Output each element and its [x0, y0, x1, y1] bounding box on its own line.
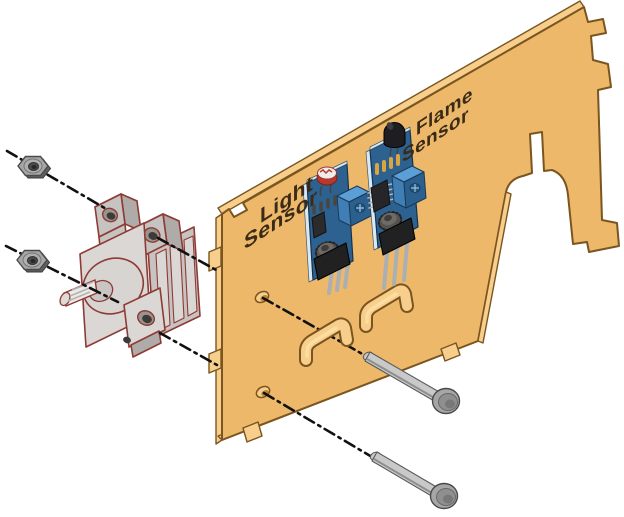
panel-tab-bottom-right	[440, 342, 461, 362]
comparator-ic	[367, 179, 395, 213]
photoresistor	[316, 166, 338, 197]
machine-screw-lower	[369, 451, 459, 510]
hex-nut-upper	[17, 155, 52, 179]
header-connector	[313, 242, 351, 281]
panel-handles	[299, 283, 414, 367]
guide-line-motor-upper	[156, 236, 220, 273]
guide-line-motor-lower	[158, 331, 219, 367]
machine-screws	[362, 351, 461, 510]
motor-lug-bottom	[123, 287, 166, 358]
gearmotor	[59, 193, 201, 358]
panel-tab-bottom-left	[242, 421, 263, 443]
hex-nuts	[16, 155, 52, 273]
light-sensor-module	[302, 160, 372, 295]
trimpot	[391, 165, 427, 209]
panel-tab-left-lower	[208, 348, 222, 374]
solder-pads	[312, 195, 337, 215]
motor-output-shaft	[59, 279, 98, 307]
guide-line-screw-lower	[262, 391, 374, 459]
panel-handle-right	[359, 283, 414, 333]
transistor	[311, 211, 327, 239]
hex-nut-lower	[16, 249, 51, 273]
machine-screw-upper	[362, 351, 461, 415]
ir-led	[383, 122, 406, 157]
header-connector	[378, 217, 416, 256]
panel-tab-left-upper	[208, 246, 222, 272]
panel-cutout-edge	[477, 191, 512, 344]
guide-line-nut-lower	[4, 244, 120, 304]
gold-pads	[375, 154, 400, 175]
panel-handle-left	[299, 317, 354, 367]
flame-sensor-module	[365, 122, 427, 290]
trimpot	[336, 185, 372, 227]
